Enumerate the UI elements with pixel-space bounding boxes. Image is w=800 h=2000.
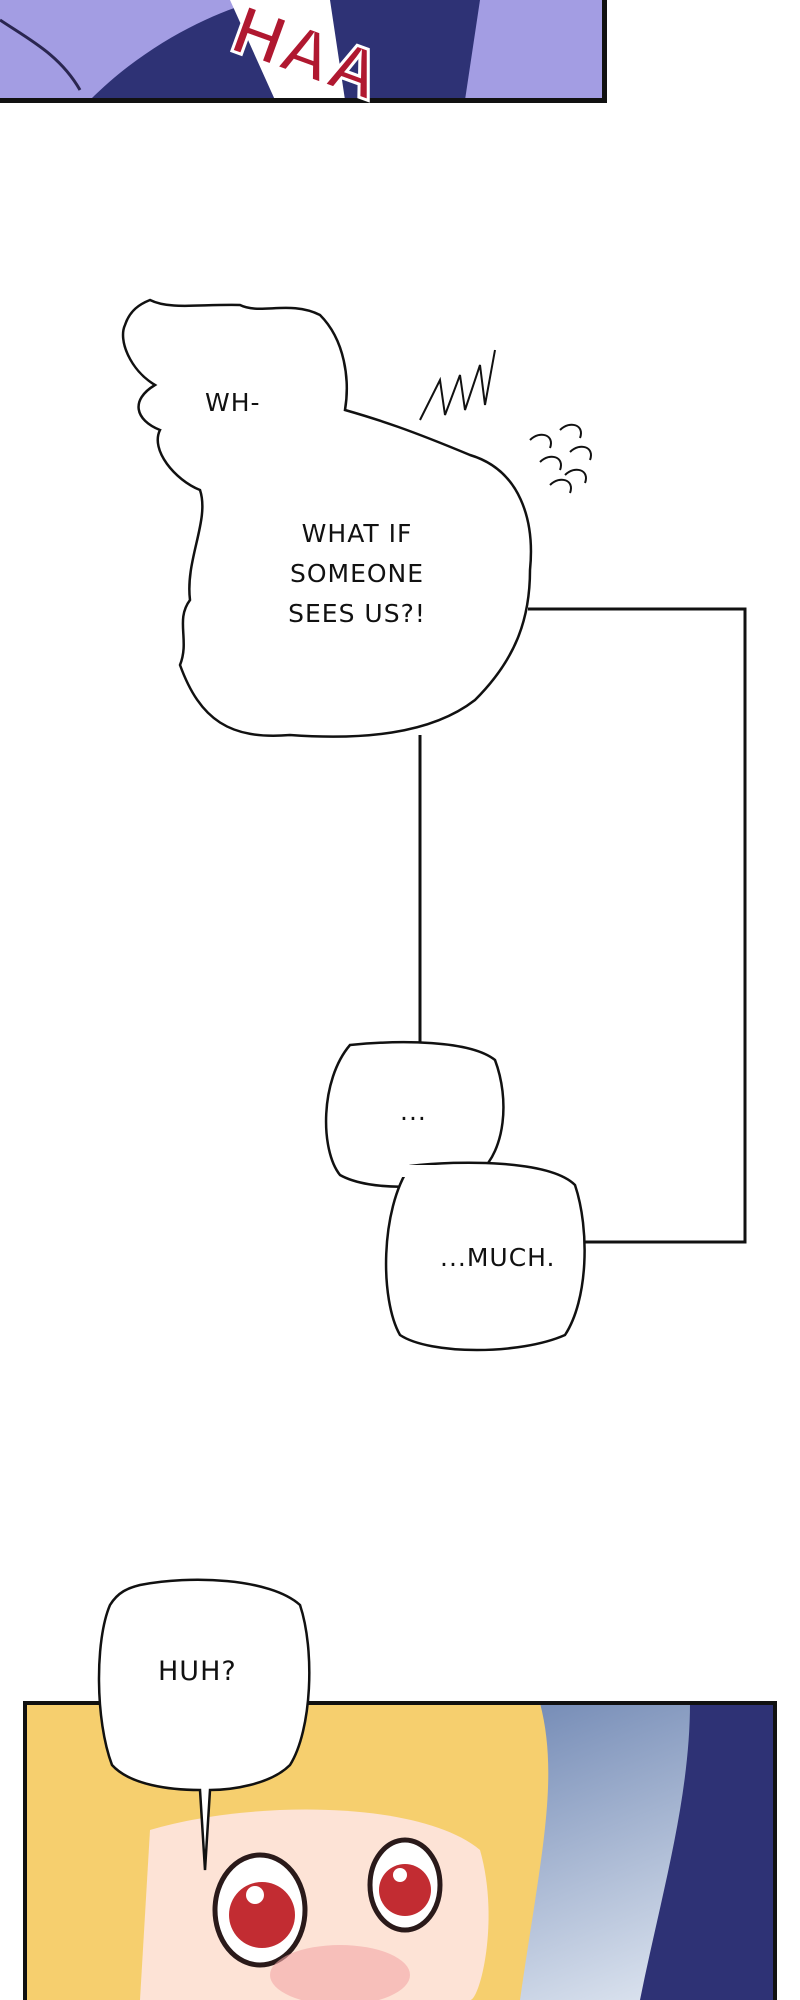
speech-bubble-huh [97, 1578, 311, 1871]
bubble-text-much: ...MUCH. [440, 1243, 556, 1272]
bubble-line: SEES US?! [288, 599, 426, 628]
bubble-text-wh: WH- [205, 388, 261, 417]
bubble-line: WHAT IF [301, 519, 413, 548]
sweat-marks [419, 349, 592, 494]
speech-bubble-cloud [121, 298, 533, 738]
panel-frame-lines [418, 607, 747, 1244]
top-panel: HAA [0, 0, 607, 117]
bubble-line: SOMEONE [289, 559, 425, 588]
bubble-text-ellipsis: ... [400, 1097, 427, 1126]
bubble-text-what-if: WHAT IF SOMEONE SEES US?! [277, 514, 437, 634]
bubble-text-huh: HUH? [158, 1656, 237, 1687]
speech-bubble-much [384, 1161, 586, 1352]
